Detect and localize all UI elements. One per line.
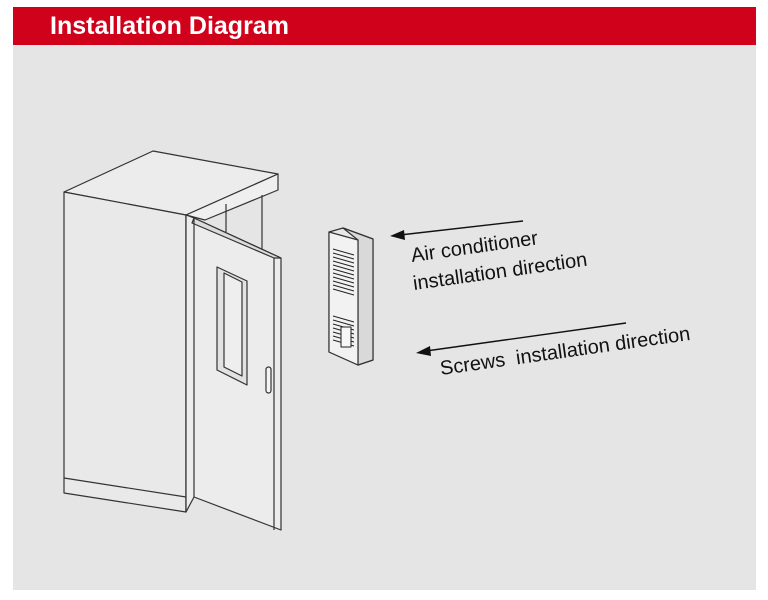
ac-direction-arrow xyxy=(390,220,524,240)
page-title: Installation Diagram xyxy=(50,12,289,40)
air-conditioner-unit xyxy=(328,227,374,366)
screws-direction-arrow xyxy=(416,322,627,356)
header-bar: Installation Diagram xyxy=(13,7,756,45)
door-handle-icon xyxy=(265,366,272,394)
cabinet-illustration xyxy=(63,150,279,513)
cabinet-door xyxy=(185,214,282,531)
